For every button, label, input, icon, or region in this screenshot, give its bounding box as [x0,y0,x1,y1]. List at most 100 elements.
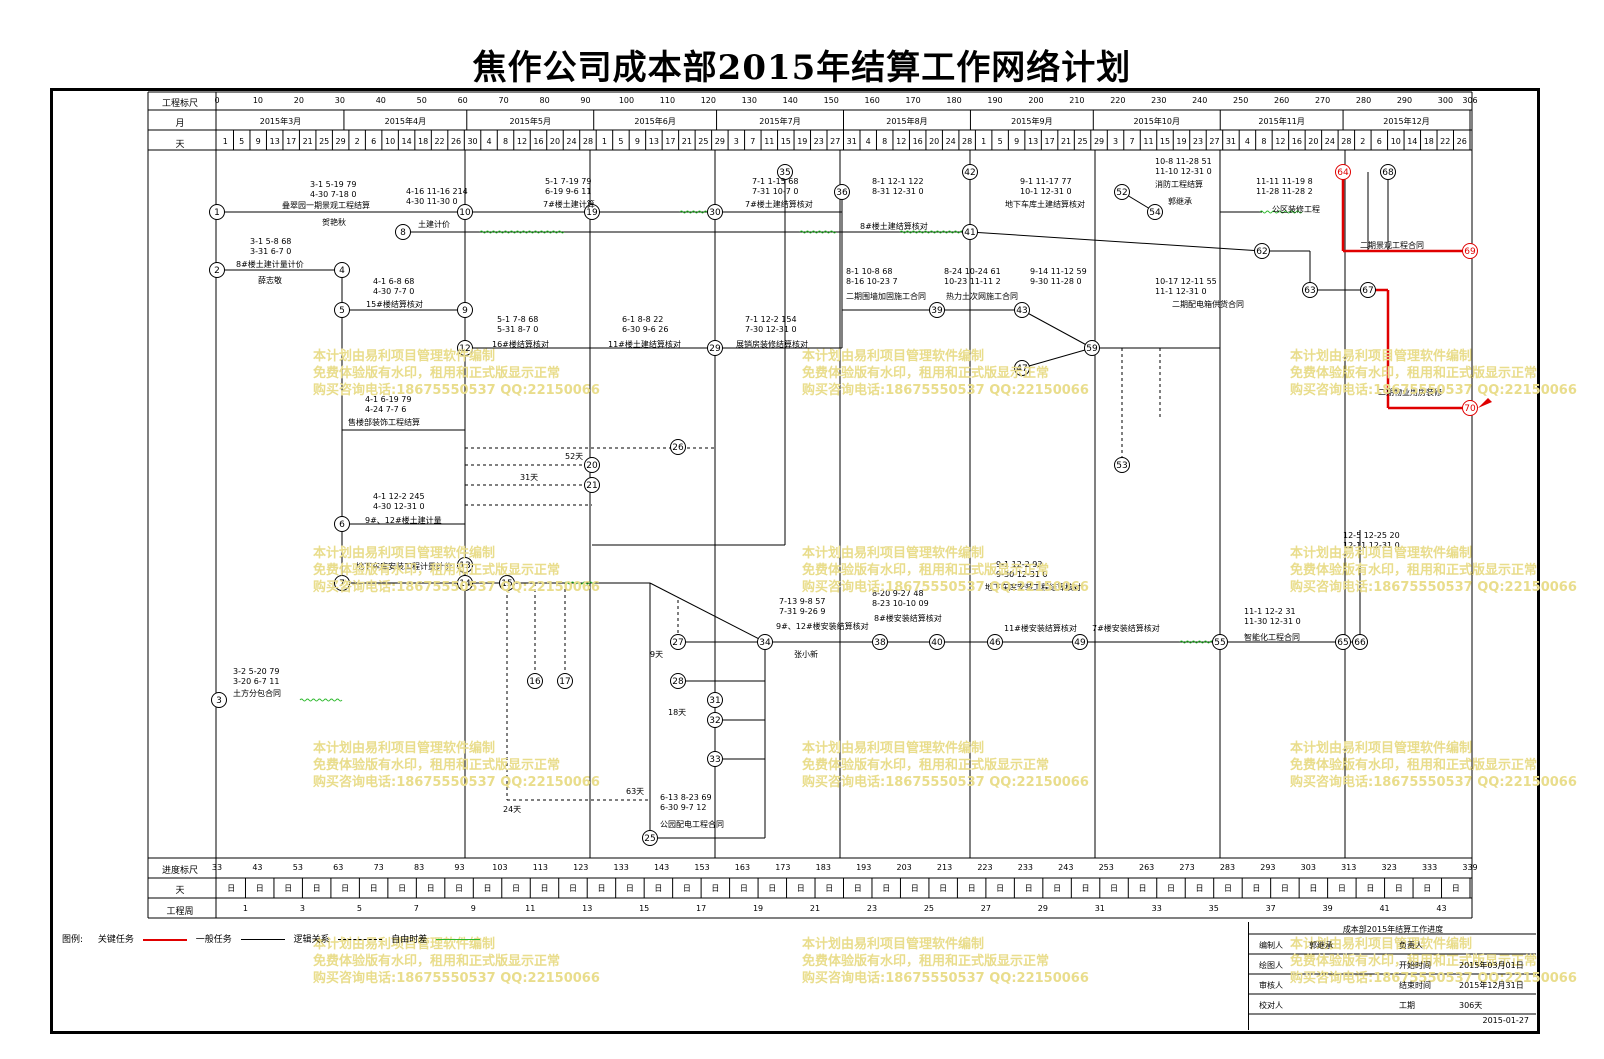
watermark-line: 免费体验版有水印，租用和正式版显示正常 [1290,366,1538,381]
footer-day-cell: 日 [768,884,777,893]
chart-title: 焦作公司成本部2015年结算工作网络计划 [472,48,1132,88]
scale-tick: 20 [293,96,304,105]
activity-arrow [1021,309,1093,349]
node-64: 64 [1335,164,1351,180]
node-8: 8 [395,224,411,240]
day-cell: 29 [714,137,725,146]
task-label: 8#楼安装结算核对 [874,614,942,623]
month-cell: 2015年10月 [1133,117,1180,126]
week-cell: 13 [582,904,593,913]
node-46: 46 [987,634,1003,650]
footer-day-cell: 日 [739,884,748,893]
day-cell: 26 [450,137,462,146]
task-label: 9-14 11-12 59 [1030,267,1087,276]
task-label: 叠翠园一期景观工程结算 [282,201,370,210]
node-69: 69 [1462,243,1478,259]
day-cell: 9 [1014,137,1020,146]
day-cell: 17 [286,137,297,146]
progress-tick: 313 [1341,863,1357,872]
task-label: 7-13 9-8 57 [779,597,826,606]
node-62: 62 [1254,243,1270,259]
progress-tick: 133 [613,863,629,872]
day-cell: 2 [354,137,360,146]
scale-tick: 160 [864,96,880,105]
task-label: 土方分包合同 [233,689,281,698]
footer-day-cell: 日 [882,884,891,893]
day-cell: 31 [846,137,857,146]
day-cell: 15 [780,137,791,146]
scale-tick: 240 [1192,96,1208,105]
watermark-line: 购买咨询电话:18675550537 QQ:22150066 [802,775,1089,790]
scale-tick: 280 [1355,96,1372,105]
task-label: 7#楼土建计算 [543,200,595,209]
week-cell: 15 [639,904,650,913]
task-label: 10-23 11-11 2 [944,277,1001,286]
month-cell: 2015年11月 [1258,117,1305,126]
day-cell: 7 [750,137,756,146]
footer-day-cell: 日 [255,884,264,893]
node-47: 47 [1014,360,1030,376]
watermark: 本计划由易利项目管理软件编制免费体验版有水印，租用和正式版显示正常购买咨询电话:… [313,740,600,791]
watermark-line: 购买咨询电话:18675550537 QQ:22150066 [313,971,600,986]
footer-day-cell: 日 [654,884,663,893]
node-36: 36 [834,184,850,200]
day-cell: 14 [401,137,412,146]
scale-tick: 210 [1069,96,1085,105]
node-39: 39 [929,302,945,318]
node-28: 28 [670,673,686,689]
watermark-line: 免费体验版有水印，租用和正式版显示正常 [313,954,561,969]
footer-day-cell: 日 [1451,884,1460,893]
info-k1: 审核人 [1259,981,1283,990]
task-label: 8-31 12-31 0 [872,187,924,196]
day-cell: 15 [1159,137,1171,146]
task-label: 3-1 5-19 79 [310,180,357,189]
progress-tick: 263 [1139,863,1155,872]
month-label: 月 [175,119,185,129]
progress-tick: 243 [1058,863,1074,872]
info-heading: 成本部2015年结算工作进度 [1342,925,1444,934]
scale-tick: 190 [987,96,1003,105]
task-label: 4-1 6-19 79 [365,395,412,404]
watermark-line: 本计划由易利项目管理软件编制 [313,546,496,561]
free-float-line [564,581,596,585]
month-cell: 2015年3月 [259,117,302,126]
node-35: 35 [777,164,793,180]
task-label: 6-30 9-7 12 [660,803,707,812]
watermark-line: 购买咨询电话:18675550537 QQ:22150066 [313,775,600,790]
scale-tick: 150 [823,96,839,105]
day-cell: 10 [385,137,396,146]
scale-tick: 30 [334,96,345,105]
watermark-line: 免费体验版有水印，租用和正式版显示正常 [1290,954,1538,969]
day-cell: 3 [733,137,739,146]
footer-day-cell: 日 [512,884,520,893]
week-cell: 35 [1208,904,1219,913]
node-43: 43 [1014,302,1030,318]
node-3: 3 [211,692,227,708]
watermark-line: 本计划由易利项目管理软件编制 [802,937,985,952]
task-label: 6-30 9-6 26 [622,325,669,334]
day-cell: 8 [502,137,509,146]
task-label: 4-30 12-31 0 [373,502,425,511]
footer-day-cell: 日 [1394,884,1403,893]
node-27: 27 [670,634,686,650]
scale-tick: 270 [1314,96,1331,105]
day-cell: 11 [1143,137,1154,146]
node-12: 12 [457,340,473,356]
day-cell: 22 [434,137,445,146]
node-53: 53 [1114,457,1130,473]
node-25: 25 [642,830,658,846]
footer-day-cell: 日 [1166,884,1175,893]
progress-tick: 223 [977,863,993,872]
watermark-line: 购买咨询电话:18675550537 QQ:22150066 [1290,580,1577,595]
footer-day-cell: 日 [796,884,805,893]
task-label: 4-30 7-7 0 [373,287,415,296]
legend: 图例: 关键任务 一般任务 逻辑关系 自由时差 [62,932,486,945]
week-cell: 29 [1037,904,1048,913]
progress-tick: 283 [1219,863,1236,872]
month-cell: 2015年7月 [759,117,801,126]
day-cell: 8 [882,137,888,146]
day-cell: 4 [486,137,492,146]
scale-tick: 300 [1437,96,1454,105]
task-label: 4-30 7-18 0 [310,190,357,199]
